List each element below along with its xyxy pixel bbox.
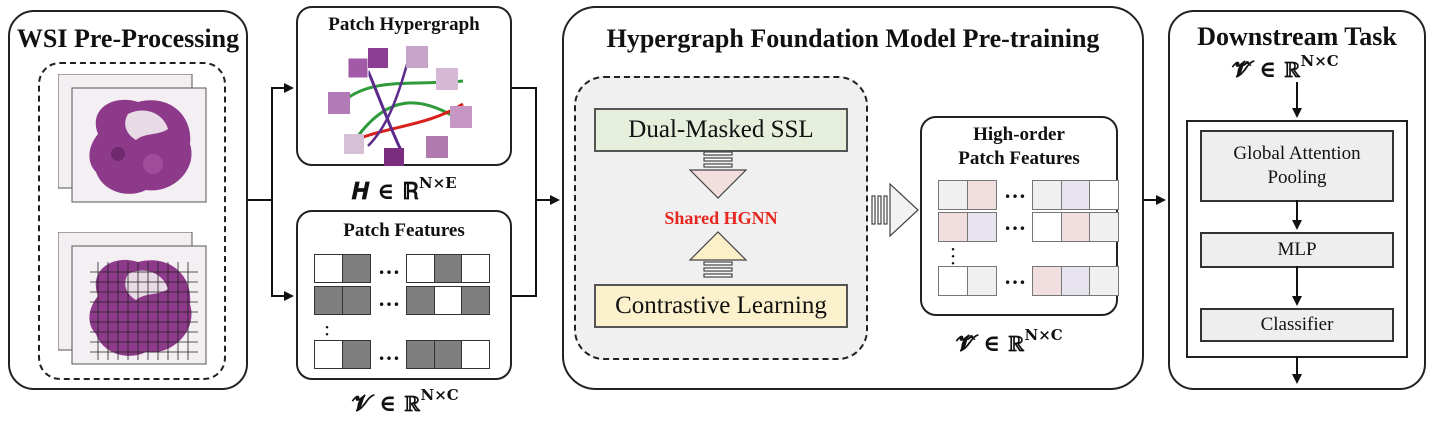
downstream-formula-base: 𝓥̂ ∈ ℝ: [1232, 56, 1301, 83]
features-formula-base: 𝓥 ∈ ℝ: [352, 390, 421, 417]
downstream-panel-title: Downstream Task: [1197, 22, 1397, 51]
downstream-formula-sup: N×C: [1300, 52, 1339, 70]
patch-features-box: Patch Features … … ··· …: [296, 210, 512, 380]
classifier-step: Classifier: [1200, 308, 1394, 342]
feature-row: [314, 286, 371, 315]
feature-row: [406, 340, 490, 369]
high-order-formula-sup: N×C: [1024, 326, 1063, 344]
high-order-title-line2: Patch Features: [958, 148, 1080, 169]
feature-row: [314, 254, 371, 283]
wsi-preprocessing-panel: WSI Pre-Processing: [8, 10, 248, 390]
contrastive-learning-box: Contrastive Learning: [594, 284, 848, 328]
global-attention-pooling-step: Global Attention Pooling: [1200, 130, 1394, 202]
wsi-dashed-frame: [38, 62, 226, 380]
feature-row: [1032, 212, 1119, 242]
wsi-panel-title: WSI Pre-Processing: [16, 24, 240, 53]
feature-row: [938, 266, 997, 296]
dual-masked-ssl-box: Dual-Masked SSL: [594, 108, 848, 152]
tissue-grid-slide-icon: [58, 232, 207, 365]
hatched-arrow-icon: [688, 151, 919, 278]
feature-row: [938, 212, 997, 242]
hypergraph-formula-base: 𝑯 ∈ ℝ: [352, 178, 419, 205]
features-formula-sup: N×C: [420, 386, 459, 404]
hypergraph-illustration: [328, 46, 472, 166]
vertical-ellipsis: ···: [949, 237, 957, 275]
shared-hgnn-label: Shared HGNN: [664, 208, 778, 228]
patch-thumbnail-icon: [328, 46, 472, 166]
hypergraph-to-merge-connector: [512, 87, 537, 297]
patch-features-title: Patch Features: [343, 220, 465, 241]
wsi-to-features-connector: [271, 200, 294, 301]
downstream-formula: 𝓥̂ ∈ ℝN×C: [1232, 52, 1339, 83]
ellipsis: …: [378, 340, 400, 365]
feature-row: [1032, 266, 1119, 296]
high-order-title-line1: High-order: [973, 124, 1065, 145]
features-formula: 𝓥 ∈ ℝN×C: [352, 386, 459, 417]
hypergraph-formula: 𝑯 ∈ ℝN×E: [352, 174, 457, 205]
patch-hypergraph-title: Patch Hypergraph: [328, 14, 480, 35]
tissue-slide-icon: [58, 74, 207, 203]
feature-row: [406, 286, 490, 315]
feature-row: [314, 340, 371, 369]
ellipsis: …: [378, 286, 400, 311]
ellipsis: …: [1004, 210, 1026, 235]
pretraining-panel-title: Hypergraph Foundation Model Pre-training: [606, 24, 1100, 53]
ellipsis: …: [1004, 264, 1026, 289]
feature-row: [1032, 180, 1119, 210]
pretraining-panel: Hypergraph Foundation Model Pre-training…: [562, 6, 1144, 390]
feature-row: [406, 254, 490, 283]
high-order-formula-base: 𝓥̂ ∈ ℝ: [956, 330, 1025, 357]
hypergraph-formula-sup: N×E: [418, 174, 457, 192]
ellipsis: …: [1004, 178, 1026, 203]
patch-hypergraph-box: Patch Hypergraph: [296, 6, 512, 166]
wsi-to-branch-connector: [248, 83, 294, 201]
feature-row: [938, 180, 997, 210]
high-order-features-box: High-order Patch Features … … ··· …: [920, 116, 1119, 316]
ellipsis: …: [378, 254, 400, 279]
high-order-formula: 𝓥̂ ∈ ℝN×C: [956, 326, 1063, 357]
